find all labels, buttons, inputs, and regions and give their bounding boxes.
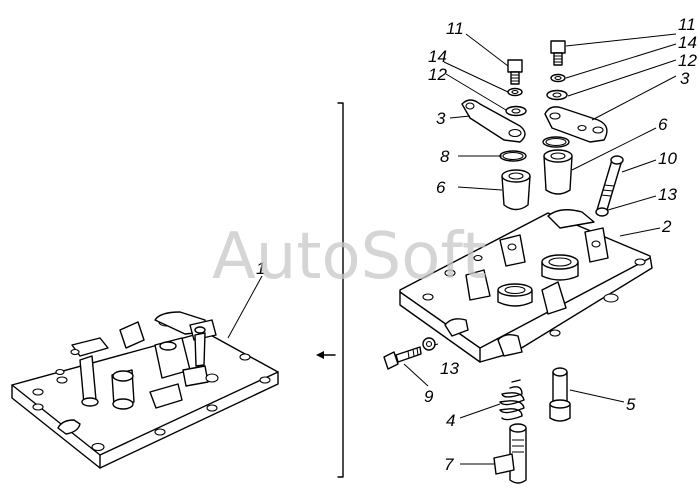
callout-12-right: 12 bbox=[678, 51, 697, 70]
callout-8: 8 bbox=[440, 147, 450, 166]
shaft-7 bbox=[493, 423, 527, 484]
washers bbox=[505, 73, 568, 117]
lever-3-right bbox=[544, 106, 608, 143]
callout-12-left: 12 bbox=[428, 65, 447, 84]
watermark: AutoSoft bbox=[212, 220, 487, 294]
rings-8 bbox=[499, 136, 570, 162]
sleeve-6-right bbox=[543, 149, 573, 195]
leader-lines bbox=[227, 33, 677, 465]
divider-line bbox=[316, 102, 344, 478]
assembled-unit bbox=[11, 311, 279, 469]
callout-labels: 11 11 14 14 12 12 3 3 8 6 6 10 13 2 1 13… bbox=[256, 15, 697, 474]
spring-4 bbox=[499, 379, 525, 421]
callout-10: 10 bbox=[658, 149, 677, 168]
callout-13-left: 13 bbox=[440, 359, 459, 378]
callout-6-left: 6 bbox=[436, 178, 446, 197]
plate-2 bbox=[399, 209, 653, 363]
bolt-11-left bbox=[507, 59, 523, 85]
rod-10 bbox=[595, 155, 624, 217]
callout-5: 5 bbox=[626, 395, 636, 414]
callout-2: 2 bbox=[661, 217, 672, 236]
callout-11-right: 11 bbox=[678, 15, 696, 34]
nut-13 bbox=[422, 337, 436, 351]
callout-13-right: 13 bbox=[658, 185, 677, 204]
pin-5 bbox=[549, 367, 571, 422]
callout-11-left: 11 bbox=[446, 19, 464, 38]
bolt-11-right bbox=[550, 40, 566, 66]
sleeve-6-left bbox=[501, 169, 531, 211]
bolt-9 bbox=[383, 346, 422, 370]
callout-14-left: 14 bbox=[428, 47, 447, 66]
callout-4: 4 bbox=[446, 411, 455, 430]
callout-9: 9 bbox=[424, 387, 434, 406]
callout-3-right: 3 bbox=[680, 69, 690, 88]
callout-6-right: 6 bbox=[658, 115, 668, 134]
callout-3-left: 3 bbox=[436, 109, 446, 128]
callout-7: 7 bbox=[444, 455, 454, 474]
callout-1: 1 bbox=[256, 259, 265, 278]
lever-3-left bbox=[461, 99, 526, 143]
callout-14-right: 14 bbox=[678, 33, 697, 52]
